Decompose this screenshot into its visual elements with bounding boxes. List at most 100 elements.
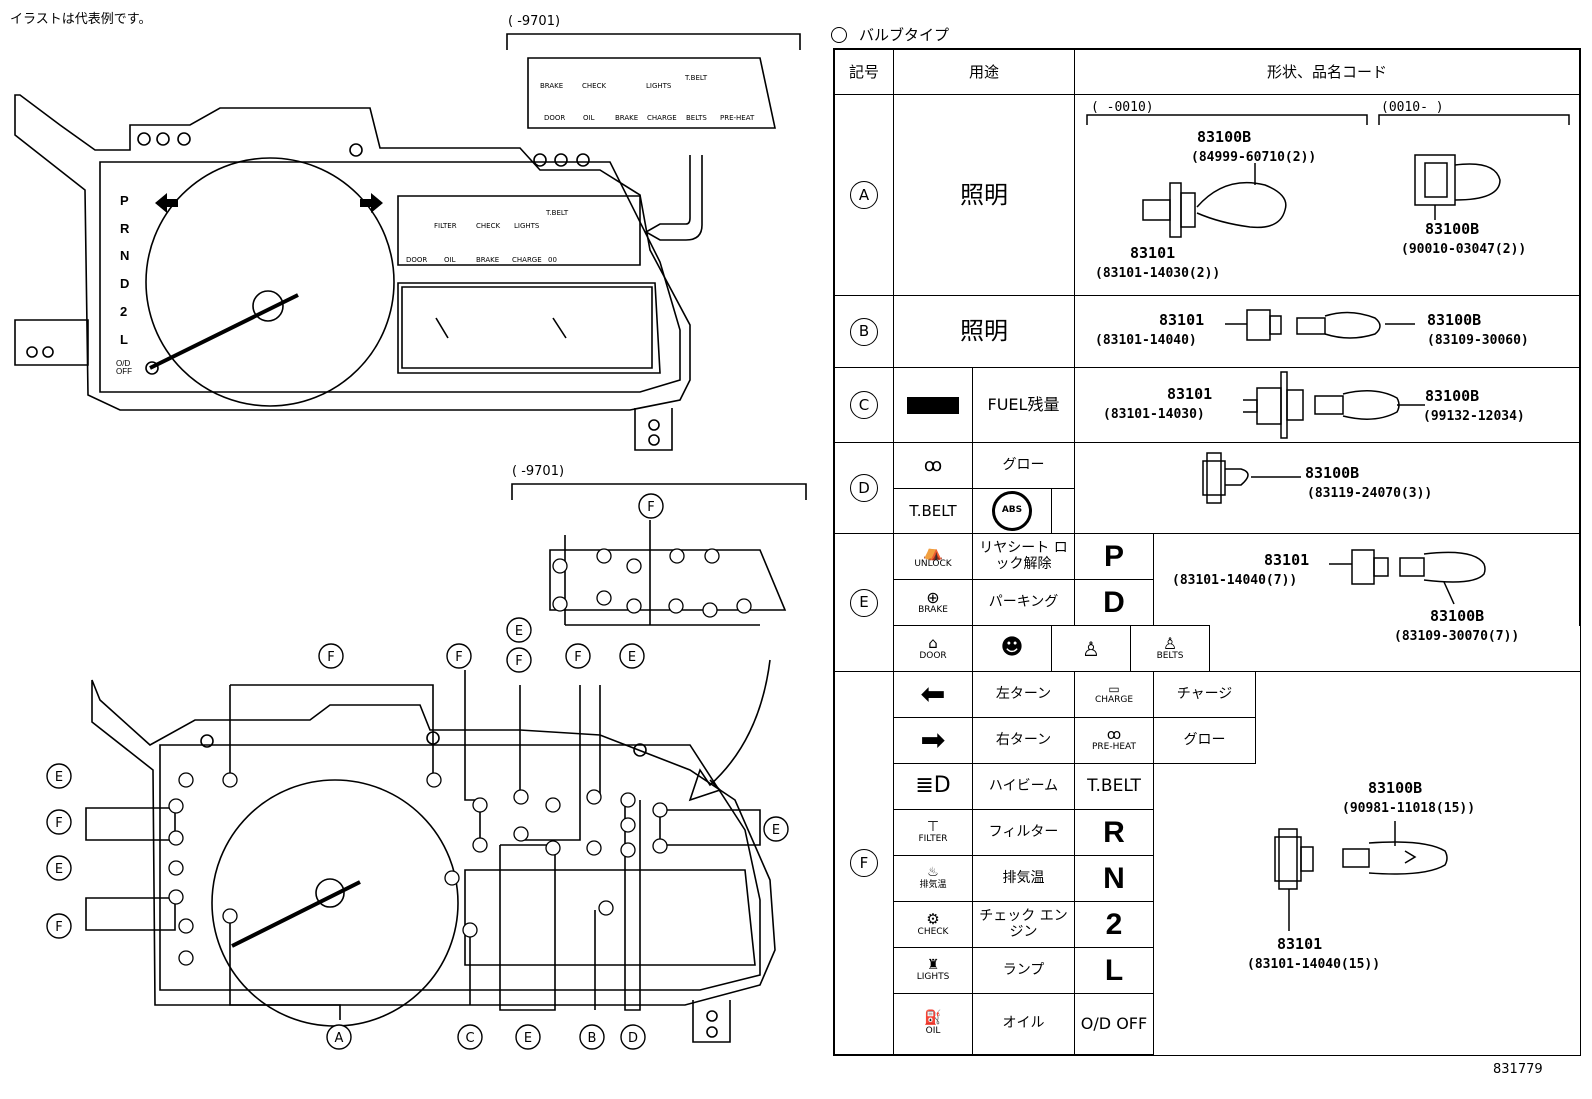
row-f-odoff: O/D OFF	[1074, 993, 1154, 1055]
row-a-socket-left: 83101	[1130, 244, 1176, 262]
abs-icon: ABS	[972, 488, 1052, 534]
row-f-text-1: 右ターン	[972, 717, 1075, 764]
row-a-shape: ( -0010) (0010- ) 83100B (84999-60710(2)…	[1074, 94, 1580, 296]
svg-text:LIGHTS: LIGHTS	[646, 82, 672, 90]
row-a-bulb-left: 83100B	[1197, 128, 1252, 146]
legend: バルブタイプ	[831, 24, 949, 45]
svg-text:N: N	[120, 248, 129, 263]
svg-text:CHECK: CHECK	[582, 82, 606, 90]
row-b-socket-code: (83101-14040)	[1095, 333, 1197, 348]
meter-illustrations: P R N D 2 L O/D OFF FILTER CHECK LIGHTS …	[14, 33, 807, 1050]
svg-text:F: F	[574, 650, 581, 665]
row-b-socket: 83101	[1159, 311, 1205, 329]
row-b-shape: 83101 (83101-14040) 83100B (83109-30060)	[1074, 295, 1580, 368]
left-turn-icon: ⬅	[893, 671, 973, 718]
svg-text:F: F	[55, 816, 62, 831]
row-e-bulb: 83100B	[1430, 607, 1485, 625]
row-c-shape: 83101 (83101-14030) 83100B (99132-12034)	[1074, 367, 1580, 443]
svg-text:E: E	[515, 624, 523, 639]
svg-text:A: A	[335, 1031, 344, 1046]
svg-text:E: E	[55, 770, 63, 785]
legend-title: バルブタイプ	[859, 26, 950, 44]
charge-icon: ▭CHARGE	[1074, 671, 1154, 718]
glow-icon: ꝏ	[893, 442, 973, 489]
row-f-text-6: ランプ	[972, 947, 1075, 994]
row-f-glow-text: グロー	[1153, 717, 1256, 764]
period-top: ( -9701)	[508, 14, 561, 29]
svg-text:E: E	[55, 862, 63, 877]
filter-icon: ⊤FILTER	[893, 809, 973, 856]
svg-text:BRAKE: BRAKE	[540, 82, 563, 90]
row-f-shape: 83100B (90981-11018(15)) 83101 (83101-14…	[1247, 671, 1580, 1055]
row-f-tbelt: T.BELT	[1074, 763, 1154, 810]
svg-text:OIL: OIL	[444, 256, 456, 264]
row-f-socket-code: (83101-14040(15))	[1247, 957, 1381, 972]
svg-text:LIGHTS: LIGHTS	[514, 222, 540, 230]
row-d-bulb-drawing	[1202, 452, 1301, 504]
airbag-icon: ☻	[972, 625, 1052, 672]
right-turn-icon: ➡	[893, 717, 973, 764]
row-f-bulb: 83100B	[1368, 779, 1423, 797]
seatbelt-icon: ♙	[1051, 625, 1131, 672]
row-e-symbol: E	[834, 533, 894, 672]
right-turn-arrow-icon	[360, 193, 383, 213]
row-f-charge-text: チャージ	[1153, 671, 1256, 718]
row-a-bulb-drawing	[1086, 114, 1570, 238]
row-c-bulb-code: (99132-12034)	[1423, 409, 1525, 424]
note-text: イラストは代表例です。	[10, 12, 152, 27]
row-b-bulb: 83100B	[1427, 311, 1482, 329]
row-a-socket-left-code: (83101-14030(2))	[1095, 266, 1221, 281]
row-e-socket-code: (83101-14040(7))	[1172, 573, 1298, 588]
svg-text:C: C	[465, 1031, 474, 1046]
svg-text:CHECK: CHECK	[476, 222, 500, 230]
svg-text:T.BELT: T.BELT	[684, 74, 708, 82]
svg-text:DOOR: DOOR	[544, 114, 565, 122]
row-a-symbol: A	[834, 94, 894, 296]
row-f-text-2: ハイビーム	[972, 763, 1075, 810]
row-a-period-left: ( -0010)	[1091, 100, 1154, 115]
svg-text:FILTER: FILTER	[434, 222, 457, 230]
svg-text:E: E	[628, 650, 636, 665]
belts-icon: ♙BELTS	[1130, 625, 1210, 672]
svg-text:E: E	[772, 823, 780, 838]
row-f-bulb-drawing	[1274, 821, 1448, 931]
row-e-unlock-text: リヤシート ロック解除	[972, 533, 1075, 580]
row-e-parking-text: パーキング	[972, 579, 1075, 626]
row-f-bulb-code: (90981-11018(15))	[1342, 801, 1476, 816]
svg-text:F: F	[327, 650, 334, 665]
row-e-bulb-code: (83109-30070(7))	[1394, 629, 1520, 644]
row-f-text-3: フィルター	[972, 809, 1075, 856]
svg-text:D: D	[628, 1031, 638, 1046]
row-d-glow: グロー	[972, 442, 1075, 489]
row-f-text-5: チェック エンジン	[972, 901, 1075, 948]
row-e-p: P	[1074, 533, 1154, 580]
row-a-period-right: (0010- )	[1381, 100, 1444, 115]
brake-icon: ⊕BRAKE	[893, 579, 973, 626]
svg-text:D: D	[120, 276, 129, 291]
row-c-fuel-icon	[893, 367, 973, 443]
lights-icon: ♜LIGHTS	[893, 947, 973, 994]
row-f-text-4: 排気温	[972, 855, 1075, 902]
row-b-usage: 照明	[893, 295, 1075, 368]
row-f-r: R	[1074, 809, 1154, 856]
row-b-bulb-drawing	[1225, 309, 1415, 341]
row-c-bulb: 83100B	[1425, 387, 1480, 405]
high-beam-icon: ≣D	[893, 763, 973, 810]
row-e-socket: 83101	[1264, 551, 1310, 569]
row-e-d: D	[1074, 579, 1154, 626]
svg-text:L: L	[120, 332, 128, 347]
svg-text:F: F	[55, 920, 62, 935]
svg-text:B: B	[588, 1031, 597, 1046]
row-d-symbol: D	[834, 442, 894, 534]
svg-text:F: F	[647, 500, 654, 515]
row-e-bulb-drawing	[1329, 549, 1486, 605]
row-a-bulb-right: 83100B	[1425, 220, 1480, 238]
row-d-tbelt: T.BELT	[893, 488, 973, 534]
row-f-l: L	[1074, 947, 1154, 994]
row-d-bulb: 83100B	[1305, 464, 1360, 482]
svg-text:BELTS: BELTS	[686, 114, 707, 122]
svg-text:PRE-HEAT: PRE-HEAT	[720, 114, 755, 122]
unlock-icon: ⛺UNLOCK	[893, 533, 973, 580]
svg-text:E: E	[524, 1031, 532, 1046]
